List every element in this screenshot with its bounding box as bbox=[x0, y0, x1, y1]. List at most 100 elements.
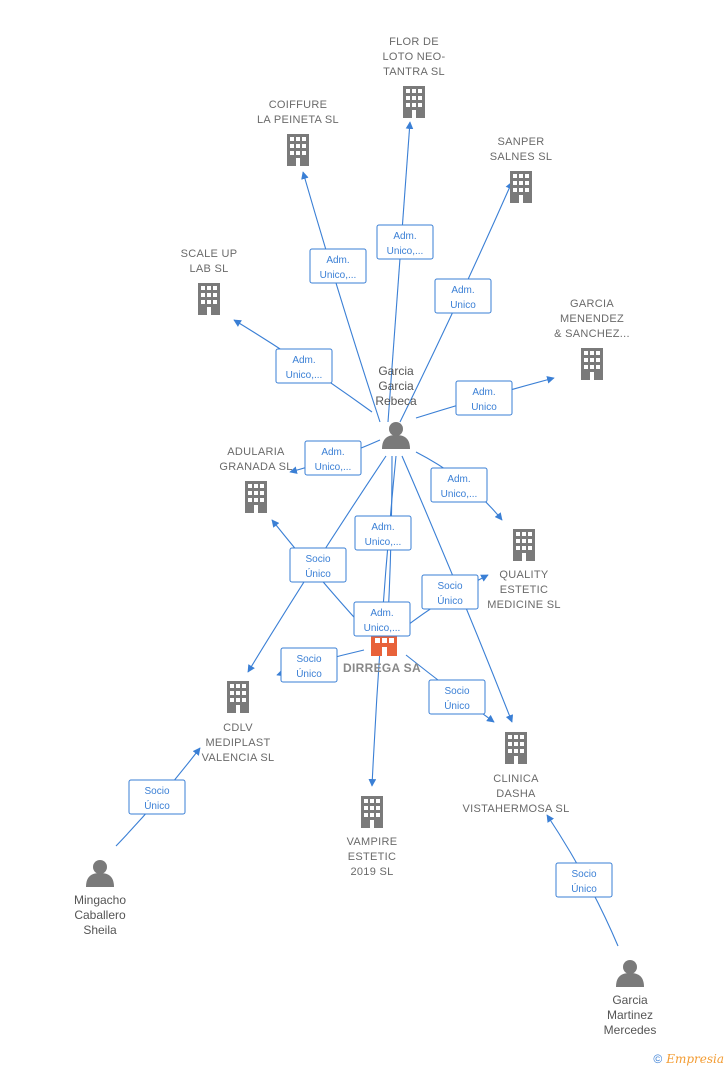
relation-box-frame bbox=[280, 647, 338, 683]
relation-boxes: Adm.Unico,...Adm.Unico,...Adm.UnicoAdm.U… bbox=[128, 224, 613, 898]
relation-box-frame bbox=[376, 224, 434, 260]
relation-label: Socio bbox=[305, 554, 330, 565]
company-node-sanper[interactable]: SANPER SALNES SL bbox=[490, 136, 553, 203]
relation-label: Único bbox=[571, 882, 597, 895]
relation-label: Adm. bbox=[472, 387, 495, 398]
relation-box-frame bbox=[275, 348, 333, 384]
company-label: SANPER bbox=[497, 136, 544, 148]
building-icon bbox=[403, 86, 425, 118]
company-label: LA PEINETA SL bbox=[257, 114, 339, 126]
person-icon bbox=[86, 860, 114, 887]
company-label: ESTETIC bbox=[348, 851, 397, 863]
relation-label: Unico,... bbox=[441, 489, 478, 500]
relation-label: Unico,... bbox=[364, 623, 401, 634]
relation-box-frame bbox=[289, 547, 347, 583]
relation-box-r_garciamen[interactable]: Adm. Unico bbox=[455, 380, 513, 416]
company-nodes: FLOR DE LOTO NEO- TANTRA SL COIFFURE LA PEIN… bbox=[181, 36, 630, 878]
company-label: LAB SL bbox=[189, 263, 228, 275]
relation-box-frame bbox=[304, 440, 362, 476]
company-label: QUALITY bbox=[499, 569, 549, 581]
relation-box-r_quality[interactable]: Adm.Unico,... bbox=[430, 467, 488, 503]
company-node-garciamen[interactable]: GARCIA MENENDEZ & SANCHEZ... bbox=[554, 298, 630, 380]
company-label: TANTRA SL bbox=[383, 66, 445, 78]
relation-box-frame bbox=[555, 862, 613, 898]
brand-logo[interactable]: Empresia bbox=[666, 1052, 724, 1066]
person-label: Garcia bbox=[378, 379, 414, 393]
relation-box-frame bbox=[455, 380, 513, 416]
building-icon bbox=[245, 481, 267, 513]
relation-box-r_sanper[interactable]: Adm. Unico bbox=[434, 278, 492, 314]
person-label: Martinez bbox=[607, 1008, 653, 1022]
relation-box-frame bbox=[434, 278, 492, 314]
building-icon-main bbox=[371, 634, 397, 656]
relation-label: Unico,... bbox=[315, 462, 352, 473]
relation-label: Adm. bbox=[321, 447, 344, 458]
company-label: CDLV bbox=[223, 722, 253, 734]
relation-label: Socio bbox=[444, 686, 469, 697]
relation-label: Adm. bbox=[326, 255, 349, 266]
company-label: & SANCHEZ... bbox=[554, 328, 630, 340]
relation-label: Único bbox=[305, 567, 331, 580]
relation-box-r_adularia[interactable]: Adm. Unico,... bbox=[304, 440, 362, 476]
relation-box-r_flor[interactable]: Adm. Unico,... bbox=[376, 224, 434, 260]
company-node-dirrega[interactable]: DIRREGA SA bbox=[343, 630, 421, 675]
relation-label: Único bbox=[444, 699, 470, 712]
edge-rebeca-flor bbox=[387, 121, 414, 423]
company-label: SCALE UP bbox=[181, 248, 238, 260]
edge-rebeca-coiffure bbox=[301, 171, 381, 423]
building-icon bbox=[287, 134, 309, 166]
company-label: COIFFURE bbox=[269, 99, 328, 111]
person-label: Caballero bbox=[74, 908, 126, 922]
relation-label: Adm. bbox=[292, 355, 315, 366]
company-label: CLINICA bbox=[493, 773, 539, 785]
company-node-scaleup[interactable]: SCALE UP LAB SL bbox=[181, 248, 238, 315]
relation-box-r_dirrega[interactable]: Adm.Unico,... bbox=[354, 515, 412, 551]
person-label: Garcia bbox=[378, 364, 414, 378]
company-label: MENENDEZ bbox=[560, 313, 624, 325]
relation-label: Unico bbox=[471, 402, 497, 413]
company-label: FLOR DE bbox=[389, 36, 439, 48]
relation-box-frame bbox=[421, 574, 479, 610]
company-label: DIRREGA SA bbox=[343, 661, 421, 675]
relation-label: Socio bbox=[144, 786, 169, 797]
relation-box-r_adm_dirrega2[interactable]: Adm. Unico,... bbox=[353, 601, 411, 637]
company-label: LOTO NEO- bbox=[382, 51, 445, 63]
company-label: GARCIA bbox=[570, 298, 614, 310]
building-icon bbox=[361, 796, 383, 828]
relation-label: Unico bbox=[450, 300, 476, 311]
relation-label: Socio bbox=[296, 654, 321, 665]
relation-box-frame bbox=[353, 601, 411, 637]
relation-box-frame bbox=[309, 248, 367, 284]
company-label: ESTETIC bbox=[500, 584, 549, 596]
relation-label: Adm. bbox=[451, 285, 474, 296]
relation-box-frame bbox=[430, 467, 488, 503]
company-node-coiffure[interactable]: COIFFURE LA PEINETA SL bbox=[257, 99, 339, 166]
building-icon bbox=[513, 529, 535, 561]
relation-label: Unico,... bbox=[286, 370, 323, 381]
relation-box-r_scaleup[interactable]: Adm. Unico,... bbox=[275, 348, 333, 384]
relation-label: Adm. bbox=[370, 608, 393, 619]
company-label: VISTAHERMOSA SL bbox=[463, 803, 570, 815]
relation-label: Unico,... bbox=[387, 246, 424, 257]
company-label: SALNES SL bbox=[490, 151, 553, 163]
relation-label: Unico,... bbox=[365, 537, 402, 548]
company-node-flor[interactable]: FLOR DE LOTO NEO- TANTRA SL bbox=[382, 36, 445, 118]
relation-label: Adm. bbox=[393, 231, 416, 242]
relation-box-r_coiffure[interactable]: Adm.Unico,... bbox=[309, 248, 367, 284]
person-label: Garcia bbox=[612, 993, 648, 1007]
